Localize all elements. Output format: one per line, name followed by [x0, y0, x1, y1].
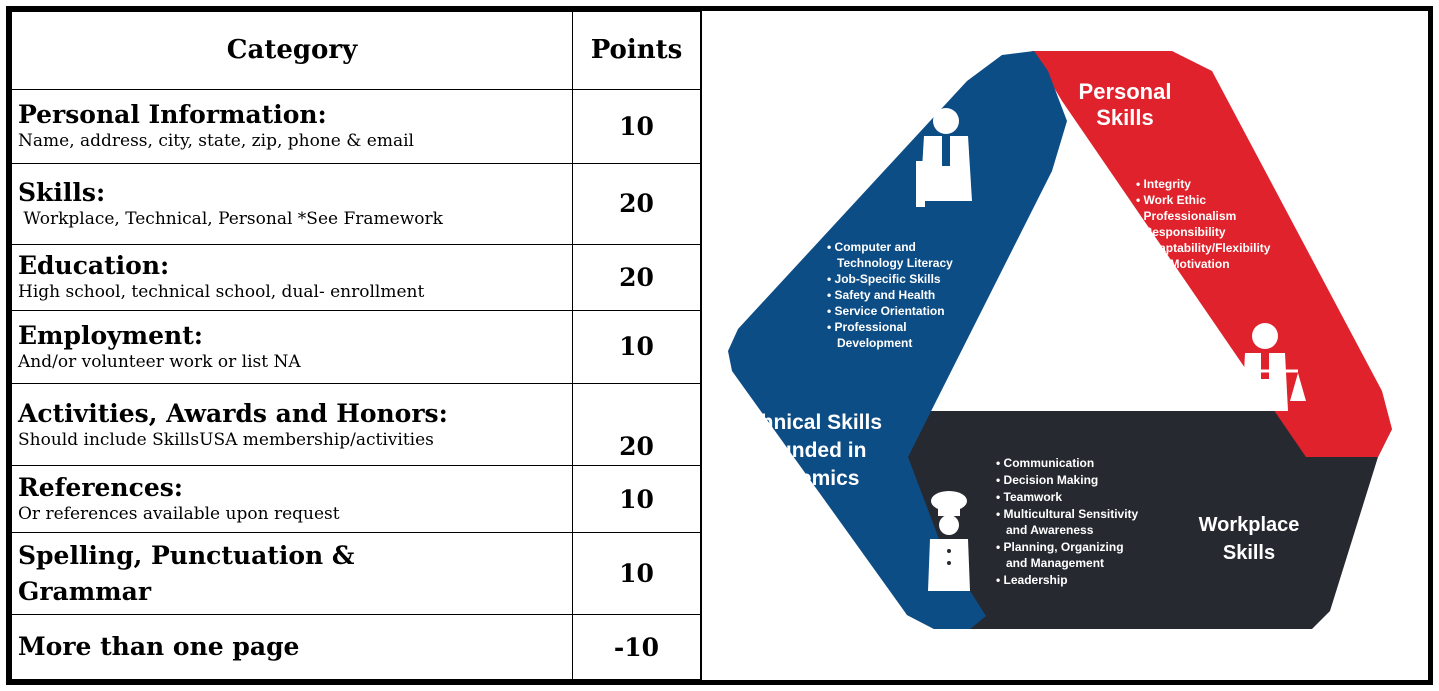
points-cell: -10	[572, 614, 701, 680]
category-title: Personal Information:	[18, 100, 327, 130]
personal-band-inner	[1032, 51, 1392, 457]
technical-band	[728, 51, 1067, 629]
workplace-items: • Communication • Decision Making • Team…	[996, 456, 1139, 587]
table-row: Skills: Workplace, Technical, Personal *…	[11, 163, 701, 245]
rubric-table: Category Points Personal Information: Na…	[11, 11, 701, 680]
category-title: Activities, Awards and Honors:	[18, 398, 448, 428]
header-category: Category	[11, 11, 573, 90]
category-description: And/or volunteer work or list NA	[18, 351, 301, 372]
category-title: More than one page	[18, 632, 300, 662]
category-cell: References: Or references available upon…	[11, 465, 573, 533]
category-description: High school, technical school, dual- enr…	[18, 282, 425, 303]
points-cell: 10	[572, 465, 701, 533]
technical-item: • Service Orientation	[827, 304, 945, 318]
points-cell: 20	[572, 243, 701, 312]
chef-icon	[928, 491, 970, 591]
justice-person-icon	[1224, 323, 1306, 411]
table-row: Employment: And/or volunteer work or lis…	[11, 310, 701, 384]
technical-item: • Computer and	[827, 240, 916, 254]
skills-framework-triangle: Personal Skills • Integrity • Work Ethic…	[726, 51, 1392, 629]
category-description: Name, address, city, state, zip, phone &…	[18, 131, 414, 152]
category-cell: Skills: Workplace, Technical, Personal *…	[11, 163, 573, 245]
personal-items: • Integrity • Work Ethic • Professionali…	[1136, 177, 1271, 271]
category-title: References:	[18, 473, 184, 503]
table-row: More than one page -10	[11, 614, 701, 680]
personal-item: • Integrity	[1136, 177, 1191, 191]
workplace-item: • Leadership	[996, 573, 1068, 587]
table-row: Education: High school, technical school…	[11, 243, 701, 312]
points-cell: 20	[572, 382, 701, 467]
framework-graphic-cell: Personal Skills • Integrity • Work Ethic…	[701, 11, 1428, 680]
technical-title-line3: Academics	[749, 467, 860, 490]
category-title: Spelling, Punctuation &	[18, 540, 355, 570]
points-cell: 20	[572, 163, 701, 245]
category-description: Or references available upon request	[18, 504, 340, 525]
points-cell: 10	[572, 88, 701, 165]
category-cell: Education: High school, technical school…	[11, 243, 573, 312]
table-row: References: Or references available upon…	[11, 465, 701, 533]
workplace-item: • Multicultural Sensitivity	[996, 507, 1139, 521]
professional-person-icon	[916, 108, 972, 207]
workplace-item: • Teamwork	[996, 490, 1062, 504]
workplace-item: and Awareness	[996, 523, 1094, 537]
header-points: Points	[572, 11, 701, 90]
personal-item: • Self-Motivation	[1136, 257, 1230, 271]
table-header-row: Category Points	[11, 11, 701, 90]
category-title: Education:	[18, 251, 170, 281]
technical-item: • Safety and Health	[827, 288, 935, 302]
category-title: Employment:	[18, 320, 203, 350]
workplace-item: • Communication	[996, 456, 1094, 470]
document-frame: Category Points Personal Information: Na…	[6, 6, 1433, 685]
category-cell: Employment: And/or volunteer work or lis…	[11, 310, 573, 384]
table-row: Spelling, Punctuation & Grammar 10	[11, 531, 701, 616]
table-row: Activities, Awards and Honors: Should in…	[11, 382, 701, 467]
personal-item: • Professionalism	[1136, 209, 1236, 223]
technical-title: Technical Skills	[726, 411, 882, 434]
points-cell: 10	[572, 531, 701, 616]
technical-item: • Job-Specific Skills	[827, 272, 941, 286]
personal-item: • Adaptability/Flexibility	[1136, 241, 1271, 255]
personal-title: Personal	[1079, 79, 1172, 104]
workplace-item: • Decision Making	[996, 473, 1098, 487]
personal-item: • Work Ethic	[1136, 193, 1206, 207]
workplace-band	[842, 411, 1392, 629]
table-row: Personal Information: Name, address, cit…	[11, 88, 701, 165]
category-cell: Spelling, Punctuation & Grammar	[11, 531, 573, 616]
category-cell: More than one page	[11, 614, 573, 680]
points-cell: 10	[572, 310, 701, 384]
workplace-title: Workplace	[1199, 514, 1300, 536]
workplace-title-line2: Skills	[1223, 542, 1275, 564]
category-description: Should include SkillsUSA membership/acti…	[18, 429, 434, 450]
workplace-item: • Planning, Organizing	[996, 540, 1124, 554]
technical-item: Technology Literacy	[827, 256, 953, 270]
category-cell: Activities, Awards and Honors: Should in…	[11, 382, 573, 467]
personal-item: • Responsibility	[1136, 225, 1226, 239]
category-title-continued: Grammar	[18, 576, 151, 606]
technical-title-line2: Grounded in	[742, 439, 867, 462]
category-title: Skills:	[18, 177, 106, 207]
category-description: Workplace, Technical, Personal *See Fram…	[18, 208, 443, 229]
category-cell: Personal Information: Name, address, cit…	[11, 88, 573, 165]
technical-items: • Computer and Technology Literacy • Job…	[827, 240, 953, 350]
technical-item: • Professional	[827, 320, 907, 334]
personal-title-line2: Skills	[1096, 105, 1153, 130]
technical-item: Development	[827, 336, 912, 350]
workplace-item: and Management	[996, 556, 1104, 570]
